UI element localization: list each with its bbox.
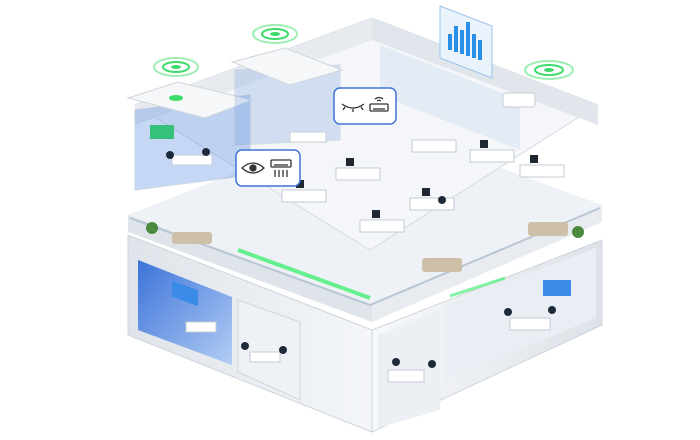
sensor-rings (153, 24, 574, 101)
eye-icon (241, 162, 265, 174)
sensor-ring (252, 24, 298, 44)
plant (572, 226, 584, 238)
person (241, 342, 249, 350)
person (548, 306, 556, 314)
eye-closed-icon (341, 103, 365, 112)
glass-railing (129, 207, 601, 307)
desk (335, 167, 381, 181)
air-conditioner-heat-icon (270, 159, 292, 177)
monitor (480, 140, 488, 148)
person (504, 308, 512, 316)
upper-floor (126, 17, 600, 251)
sofa (172, 232, 212, 244)
person (279, 346, 287, 354)
desk (469, 149, 515, 163)
callout-eye-ac-heat (235, 149, 301, 187)
desk (519, 164, 565, 178)
air-conditioner-wifi-icon (369, 96, 389, 112)
desk (409, 197, 455, 211)
desk (281, 189, 327, 203)
monitor (296, 180, 304, 188)
blue-meeting-room (138, 260, 232, 365)
meeting-room-roof (126, 81, 254, 119)
plant (146, 222, 158, 234)
meeting-table (171, 154, 213, 166)
lower-office-room (237, 299, 301, 401)
wall-screen (543, 280, 571, 296)
desk (289, 131, 327, 143)
air-conditioner (502, 92, 536, 108)
bar-chart-panel (439, 5, 493, 79)
sofa (422, 258, 462, 272)
person (428, 360, 436, 368)
monitor (372, 210, 380, 218)
desk (411, 139, 457, 153)
person (202, 148, 210, 156)
office-room-roof (230, 47, 344, 86)
desk (359, 219, 405, 233)
monitor (422, 188, 430, 196)
callout-eye-closed-ac (333, 87, 397, 125)
bar-chart-icon (448, 22, 482, 60)
desk (249, 351, 281, 363)
wall-screen (150, 125, 174, 139)
sensor-ring (524, 60, 574, 80)
sensor-ring (153, 57, 199, 77)
desk (387, 369, 425, 383)
workstation-desks (281, 131, 565, 233)
monitor (346, 158, 354, 166)
wall-screen (172, 280, 198, 307)
sofa (528, 222, 568, 236)
monitors (296, 140, 538, 218)
upper-window-wall (380, 45, 520, 150)
person (438, 196, 446, 204)
green-led-strip (237, 248, 371, 300)
lower-floor (127, 234, 603, 433)
monitor (530, 155, 538, 163)
person (166, 151, 174, 159)
lower-open-room (378, 310, 440, 428)
desk (185, 321, 217, 333)
person (392, 358, 400, 366)
sensor-ring (169, 95, 183, 101)
green-led-strip (449, 276, 506, 298)
desk (509, 317, 551, 331)
